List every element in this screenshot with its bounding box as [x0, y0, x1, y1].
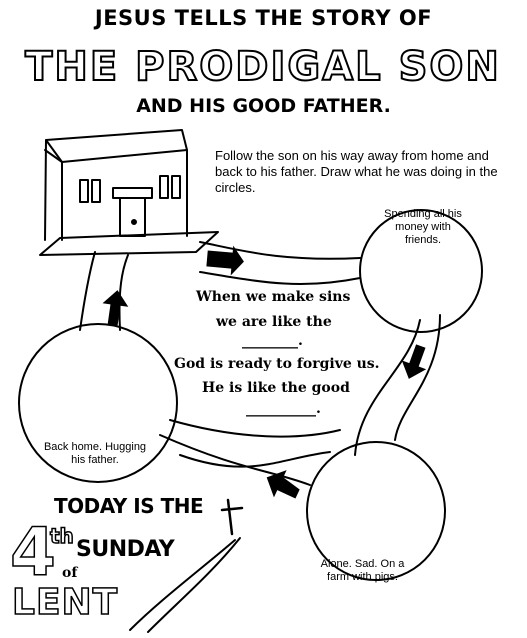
page-title-text: THE PRODIGAL SON: [25, 44, 501, 90]
circle-label-bottom-right: Alone. Sad. On a farm with pigs.: [320, 558, 405, 583]
message-blank-1: ________.: [242, 333, 303, 349]
arrow-down-icon: [401, 344, 427, 379]
lent-today-text: TODAY IS THE: [54, 494, 204, 518]
header-line-1: JESUS TELLS THE STORY OF: [94, 6, 433, 30]
lent-of-text: of: [62, 565, 78, 581]
lent-number-suffix: th: [49, 523, 74, 549]
activity-circle-bottom-right: [306, 441, 446, 581]
circle-label-left: Back home. Hugging his father.: [43, 441, 147, 466]
arrow-right-icon: [206, 245, 244, 276]
activity-circle-top-right: [359, 209, 483, 333]
message-blank-2: __________.: [246, 401, 321, 417]
message-line-3: God is ready to forgive us.: [174, 356, 380, 372]
lent-sunday-text: SUNDAY: [76, 537, 175, 562]
arrow-up-icon: [102, 290, 129, 326]
house-icon: [39, 129, 219, 256]
activity-circle-left: [18, 323, 178, 483]
header-line-3: AND HIS GOOD FATHER.: [136, 95, 391, 117]
message-line-2: we are like the: [216, 314, 332, 330]
circle-label-top-right: Spending all his money with friends.: [384, 208, 462, 246]
instructions-text: Follow the son on his way away from home…: [215, 148, 498, 195]
message-line-1: When we make sins: [196, 289, 351, 305]
arrow-left-icon: [266, 470, 300, 499]
lent-name-text: LENT: [11, 582, 119, 623]
message-line-4: He is like the good: [202, 380, 350, 396]
lent-number: 4: [9, 514, 56, 591]
page-title: THE PRODIGAL SON: [24, 43, 501, 90]
